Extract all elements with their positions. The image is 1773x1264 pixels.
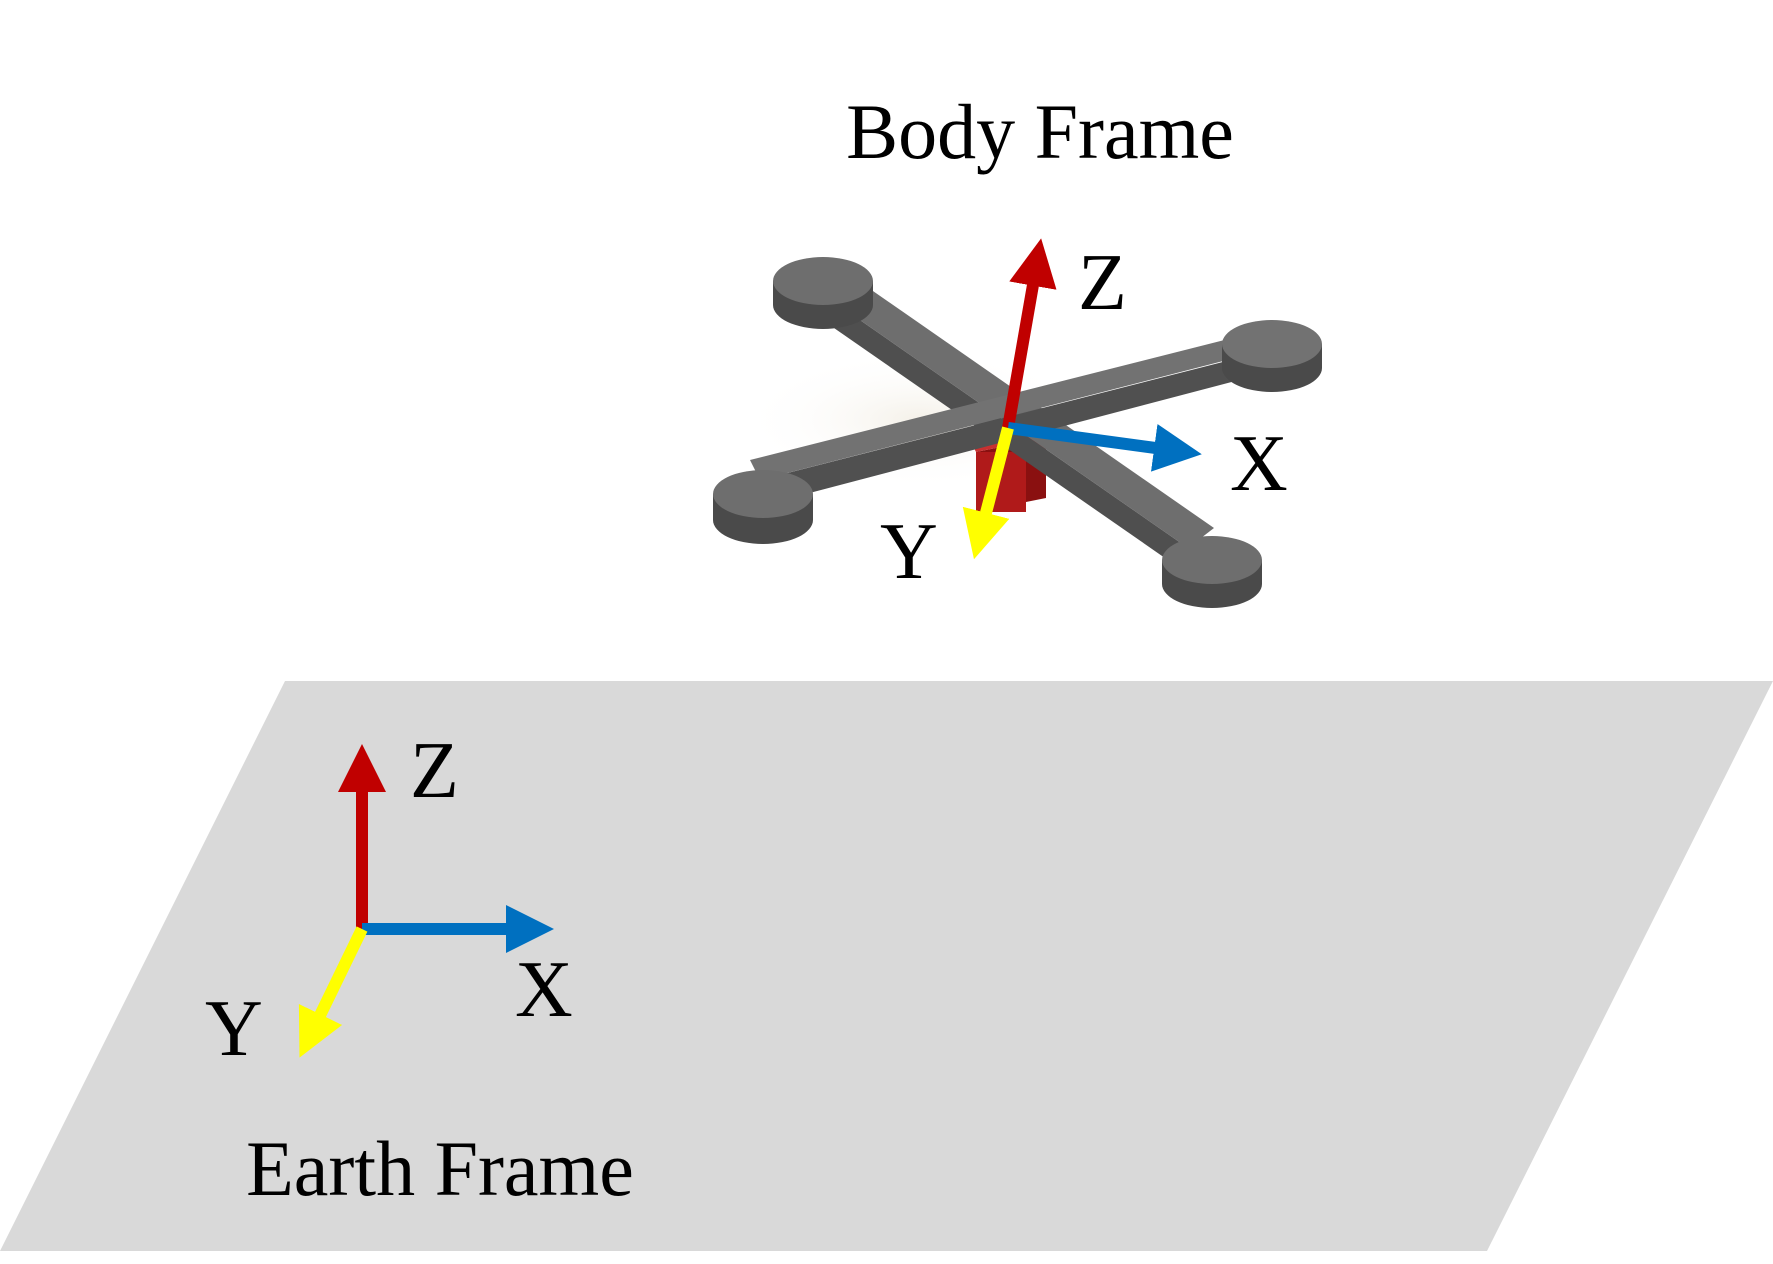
rotor-pad-back-right (1222, 320, 1322, 392)
earth-z-axis-label: Z (410, 727, 459, 815)
earth-frame-title: Earth Frame (246, 1125, 634, 1212)
body-z-axis-label: Z (1078, 239, 1127, 327)
ground-plane (0, 681, 1773, 1251)
body-y-axis-arrow (962, 426, 1014, 560)
body-z-axis-arrow (1002, 238, 1057, 430)
earth-x-axis-label: X (515, 946, 573, 1034)
rotor-pad-back-left (773, 257, 873, 329)
body-y-axis-label: Y (880, 508, 938, 596)
earth-y-axis-arrow (298, 926, 368, 1058)
body-frame-title: Body Frame (846, 88, 1234, 175)
body-x-axis-arrow (1007, 422, 1202, 472)
body-x-axis-label: X (1230, 420, 1288, 508)
rotor-pad-front-right (1162, 536, 1262, 608)
earth-y-axis-label: Y (205, 985, 263, 1073)
rotor-pad-front-left (713, 470, 813, 544)
